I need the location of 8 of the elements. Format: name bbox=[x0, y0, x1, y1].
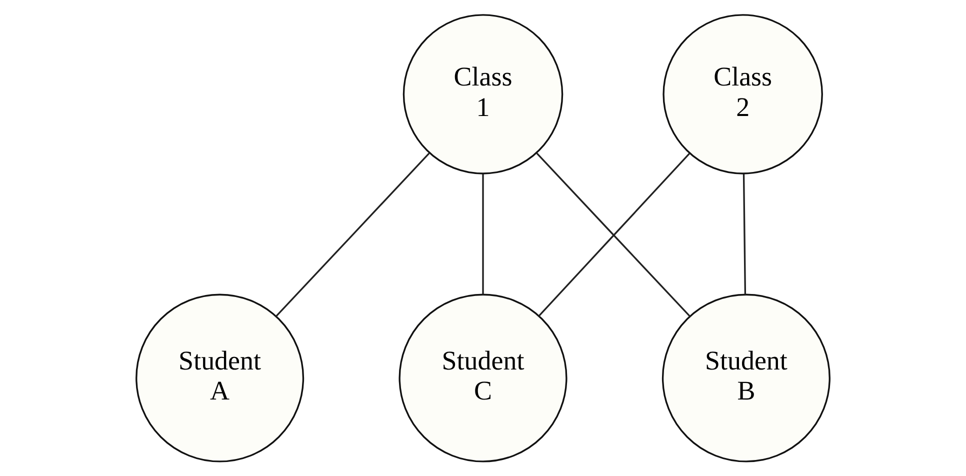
node-circle: Student A bbox=[136, 294, 304, 462]
node-circle: Class 2 bbox=[662, 14, 823, 174]
node-circle: Student C bbox=[398, 294, 568, 462]
node-circle: Student B bbox=[662, 294, 830, 462]
connector bbox=[275, 152, 430, 318]
node-circle: Class 1 bbox=[402, 14, 564, 174]
connector bbox=[742, 174, 746, 295]
connector bbox=[482, 174, 484, 295]
